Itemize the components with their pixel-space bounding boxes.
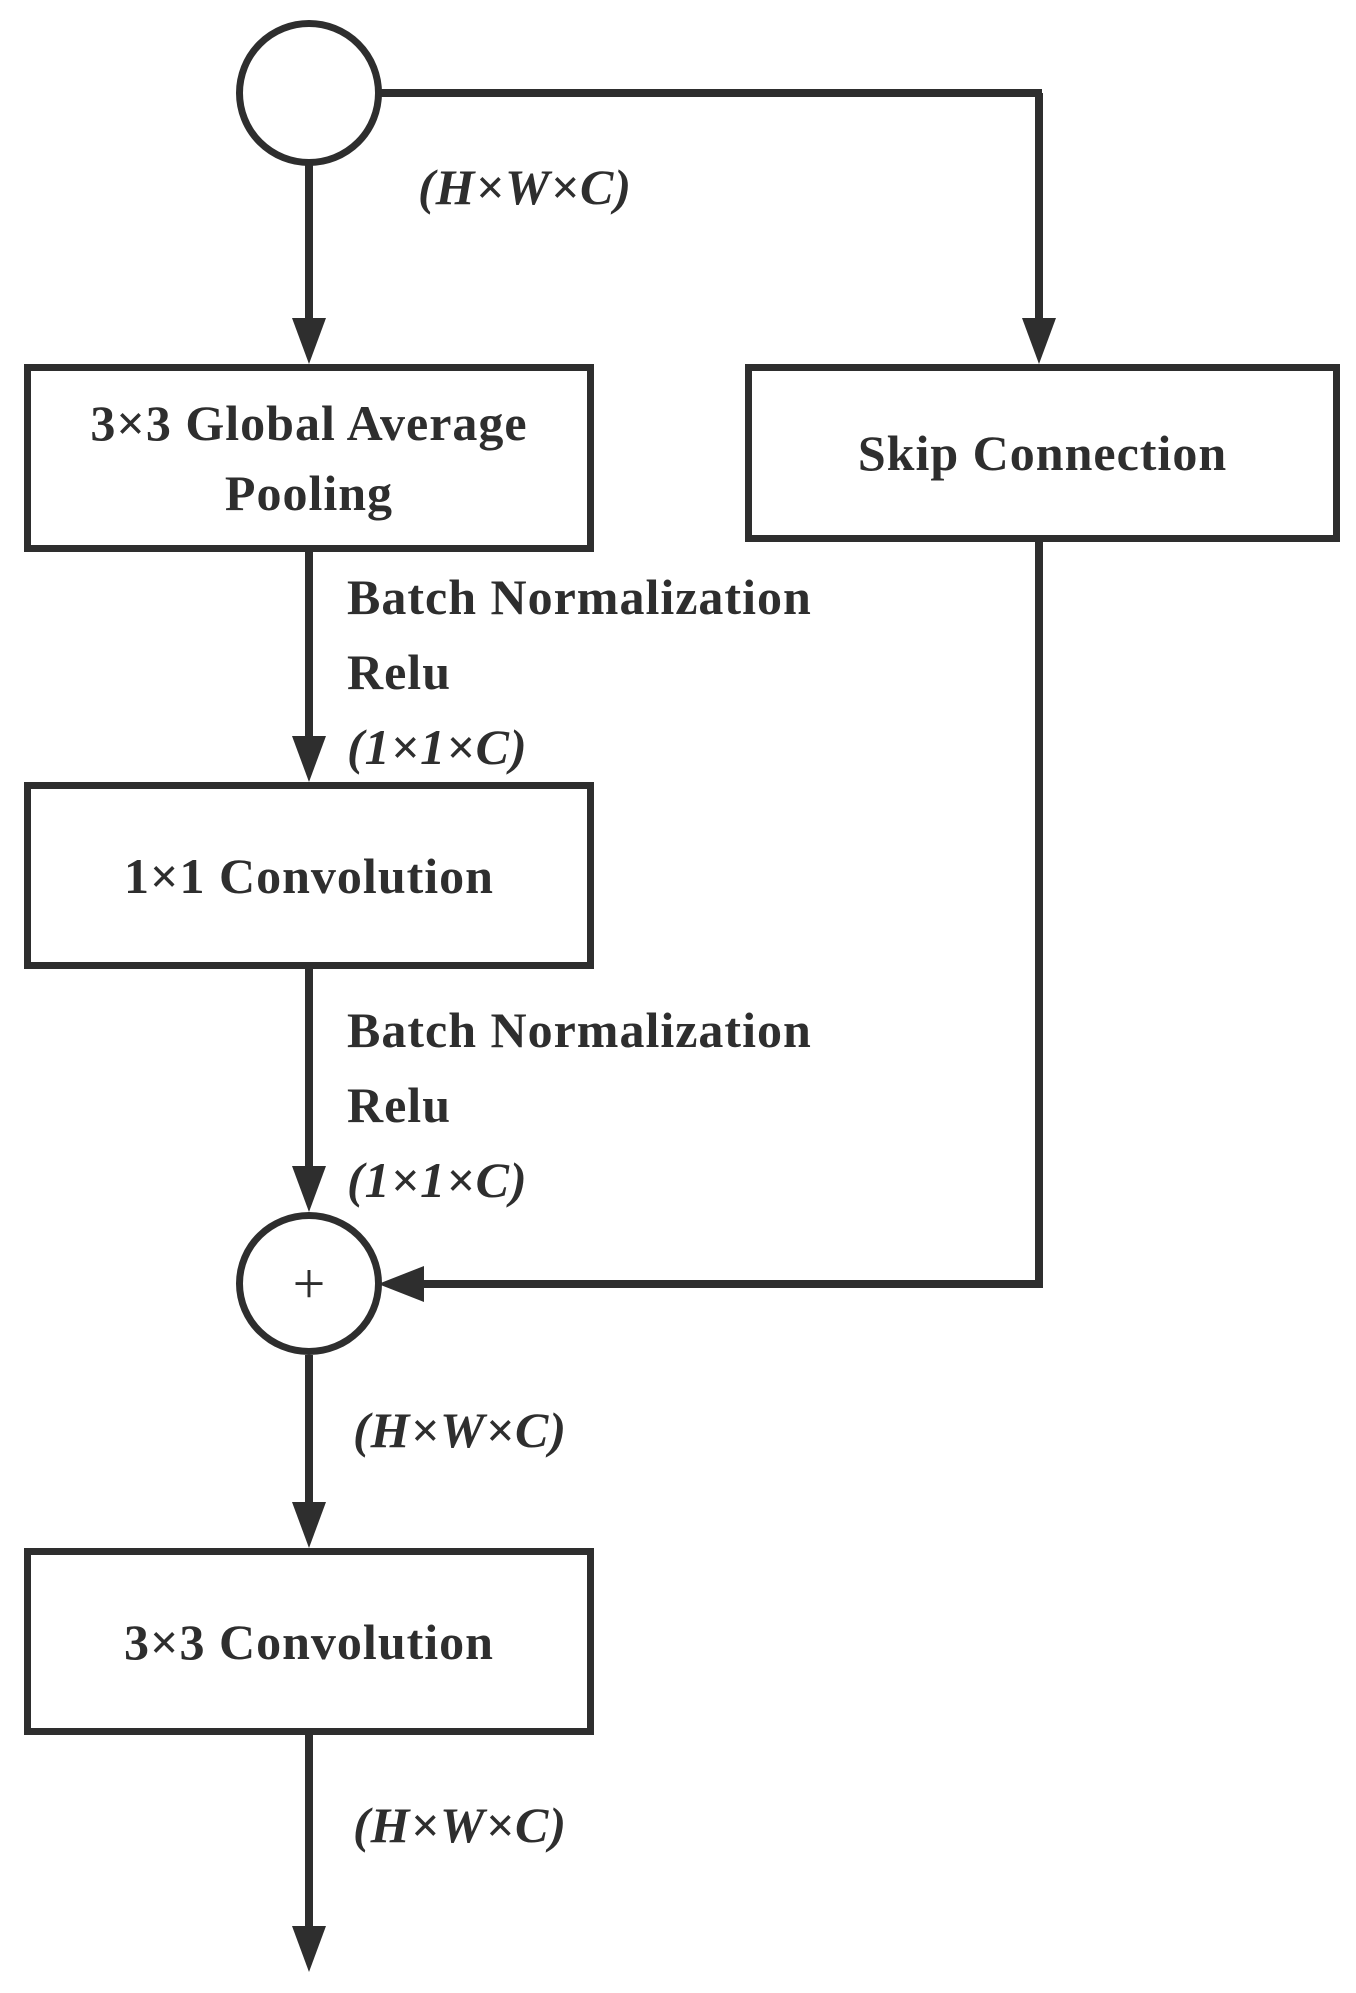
connector-sum-to-conv3 <box>305 1355 313 1505</box>
gap-box-label: 3×3 Global Average Pooling <box>90 388 527 528</box>
arrowhead-into-skip-box-icon <box>1022 318 1056 364</box>
connector-input-to-gap <box>305 160 313 325</box>
conv1x1-box-label: 1×1 Convolution <box>124 847 494 904</box>
conv3x3-box-label: 3×3 Convolution <box>124 1613 494 1670</box>
arrowhead-into-gap-box-icon <box>292 318 326 364</box>
after-conv1-relu-label: Relu <box>347 1077 451 1133</box>
arrowhead-into-conv1-box-icon <box>292 736 326 782</box>
skip-connection-box: Skip Connection <box>745 364 1340 542</box>
gap-box-label-line1: 3×3 Global Average <box>90 395 528 451</box>
conv3x3-box: 3×3 Convolution <box>24 1548 594 1735</box>
connector-conv1-to-sum <box>305 969 313 1169</box>
global-average-pooling-box: 3×3 Global Average Pooling <box>24 364 594 552</box>
input-shape-annotation: (H×W×C) <box>418 159 632 215</box>
after-gap-shape-annotation: (1×1×C) <box>347 719 528 775</box>
conv1x1-box: 1×1 Convolution <box>24 782 594 969</box>
after-gap-annotation: Batch Normalization Relu (1×1×C) <box>347 560 812 785</box>
connector-into-skip-box-vertical <box>1035 93 1043 325</box>
after-conv1-shape-annotation: (1×1×C) <box>347 1152 528 1208</box>
arrowhead-into-sum-junction-icon <box>292 1166 326 1212</box>
connector-gap-to-conv1 <box>305 552 313 742</box>
after-gap-relu-label: Relu <box>347 644 451 700</box>
arrowhead-into-conv3-box-icon <box>292 1502 326 1548</box>
arrowhead-skip-into-sum-icon <box>378 1266 424 1302</box>
after-conv1-batch-norm-label: Batch Normalization <box>347 1002 812 1058</box>
plus-sign: + <box>292 1250 326 1316</box>
connector-input-to-skip-horizontal <box>375 89 1042 97</box>
after-gap-batch-norm-label: Batch Normalization <box>347 569 812 625</box>
after-sum-shape-annotation: (H×W×C) <box>353 1402 567 1458</box>
output-shape-annotation: (H×W×C) <box>353 1797 567 1853</box>
skip-box-label: Skip Connection <box>857 425 1228 481</box>
connector-skip-to-sum-horizontal <box>424 1280 1043 1288</box>
connector-skip-box-down-vertical <box>1035 542 1043 1288</box>
after-conv1-annotation: Batch Normalization Relu (1×1×C) <box>347 993 812 1218</box>
connector-conv3-to-output <box>305 1735 313 1931</box>
arrowhead-output-icon <box>292 1926 326 1972</box>
sum-junction-circle: + <box>236 1212 382 1355</box>
input-junction-circle <box>236 20 382 166</box>
gap-box-label-line2: Pooling <box>224 465 394 521</box>
